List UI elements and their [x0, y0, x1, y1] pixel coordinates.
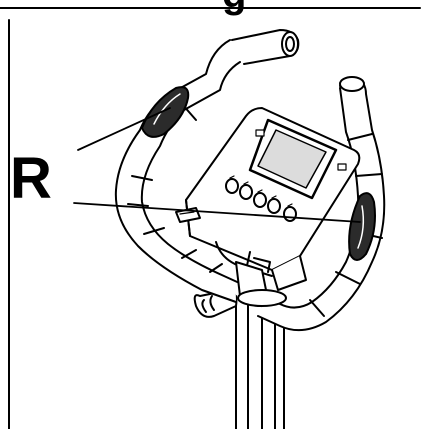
console-buttons	[225, 175, 297, 222]
console-button-1	[225, 178, 239, 194]
console-button-3	[253, 192, 267, 208]
right-pulse-grip-icon	[348, 192, 376, 261]
callout-label-r: R	[10, 146, 52, 211]
console-display-screen	[248, 118, 338, 200]
console-button-2	[239, 184, 253, 200]
callout-leader-line-upper	[77, 107, 171, 151]
console-button-4	[267, 198, 281, 214]
stem-bracket	[235, 257, 287, 307]
console-side-marks	[255, 129, 347, 171]
callout-leader-line-lower	[73, 202, 361, 223]
seat-post	[235, 295, 285, 429]
left-pulse-grip-icon	[141, 86, 190, 138]
console-button-5	[283, 206, 297, 222]
left-handlebar-end-cap	[231, 29, 300, 65]
